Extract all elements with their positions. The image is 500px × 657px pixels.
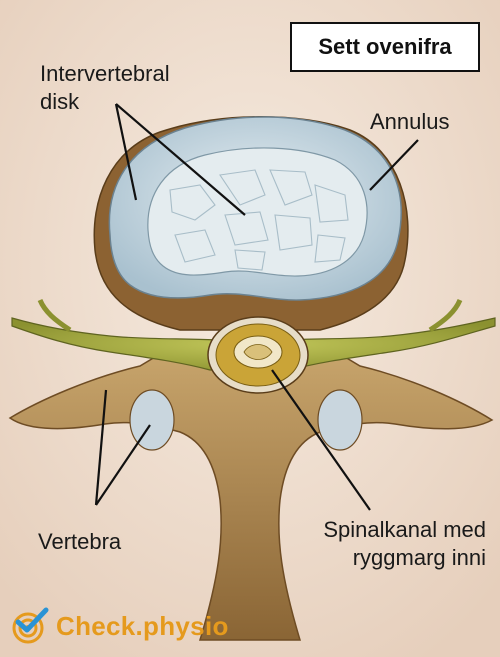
brand-logo: Check.physio [10, 606, 229, 646]
view-title: Sett ovenifra [318, 34, 452, 59]
label-intervertebral-disk: Intervertebral disk [40, 60, 170, 116]
label-line: Intervertebral [40, 61, 170, 86]
spinal-canal [207, 316, 309, 394]
label-vertebra: Vertebra [38, 529, 122, 554]
label-line: disk [40, 89, 80, 114]
leader-lines [94, 103, 419, 511]
label-line: Spinalkanal med [323, 517, 486, 542]
view-title-box: Sett ovenifra [290, 22, 480, 72]
brand-name: Check.physio [56, 610, 229, 641]
label-annulus: Annulus [370, 109, 450, 134]
intervertebral-disk [108, 116, 402, 301]
label-spinal-canal: Spinalkanal med ryggmarg inni [283, 516, 486, 572]
label-line: ryggmarg inni [352, 545, 486, 570]
checkmark-target-icon [12, 607, 49, 644]
